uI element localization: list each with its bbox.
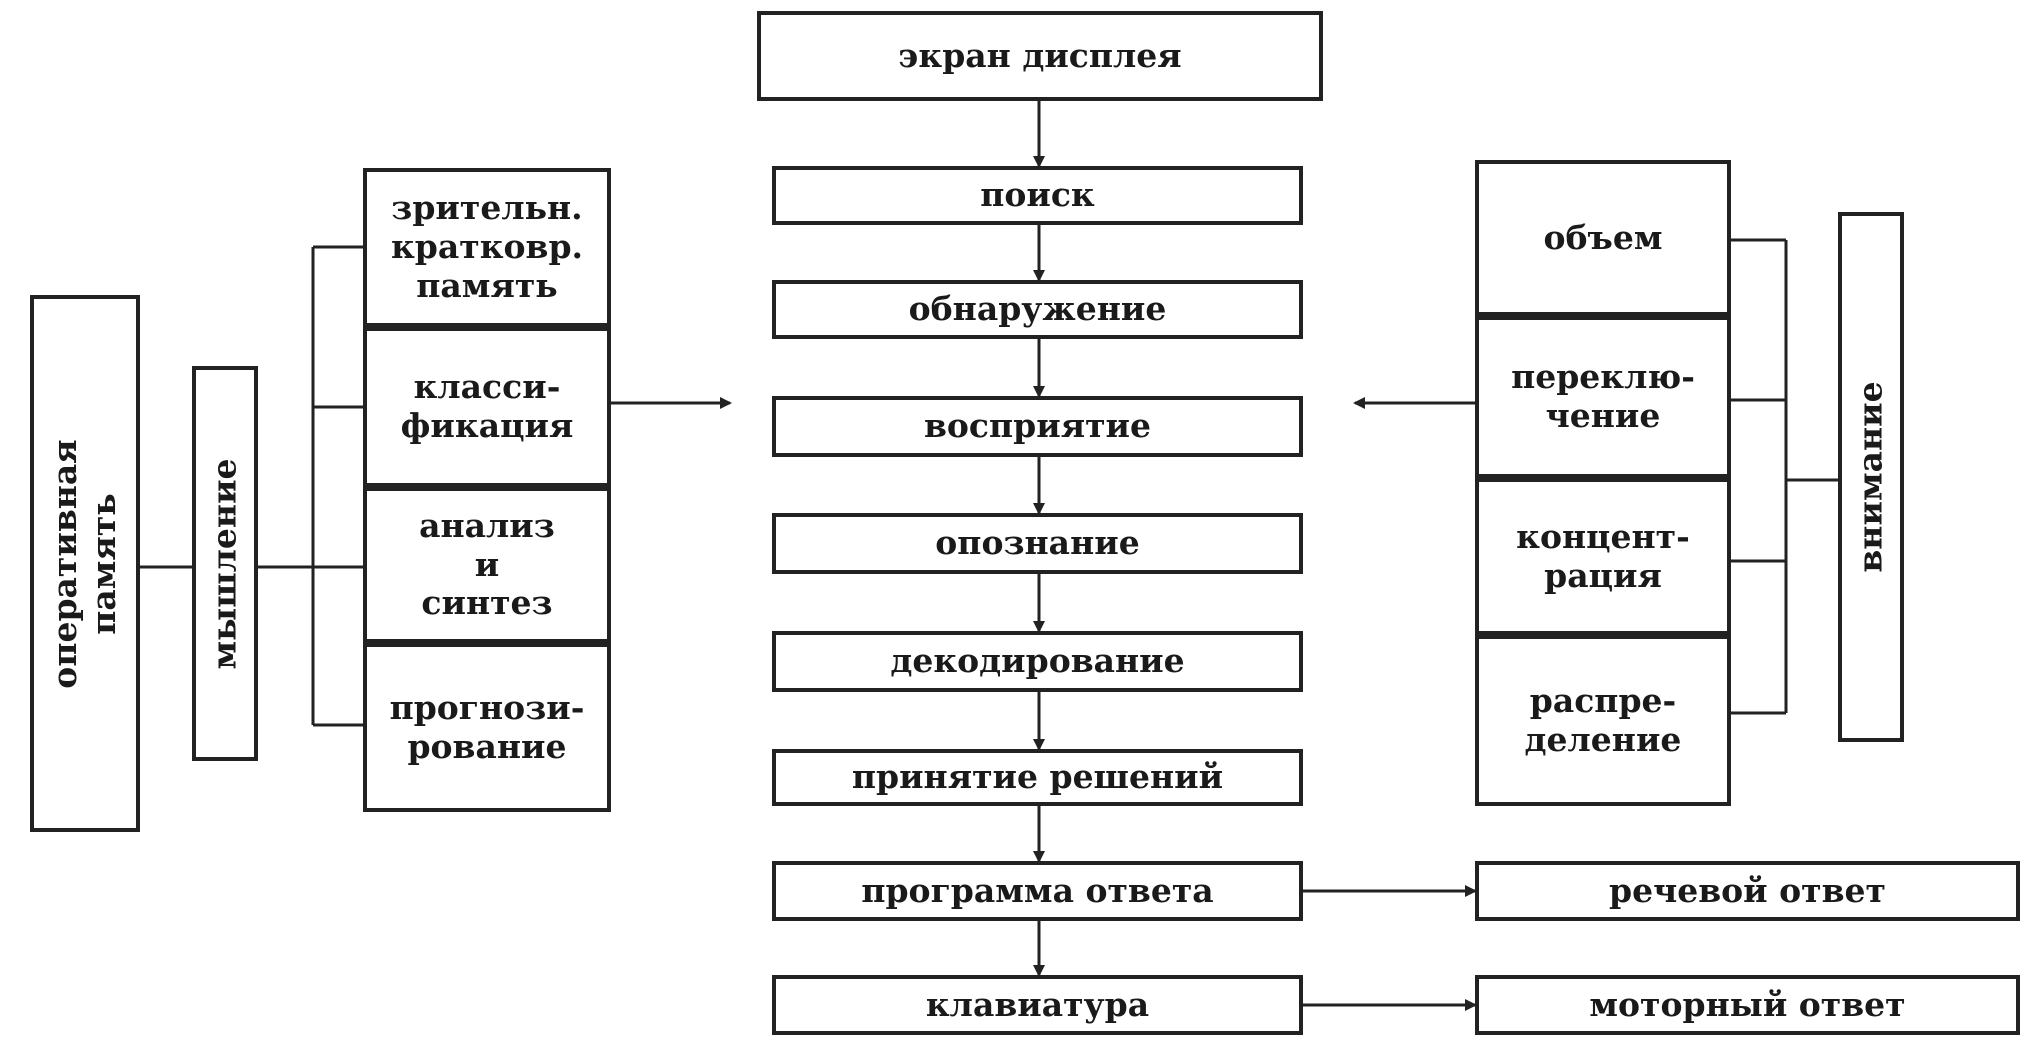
visual-short-term-memory-box: зрительн. кратковр. память <box>363 168 611 327</box>
perception-box: восприятие <box>772 396 1303 457</box>
distribution-box: распре- деление <box>1475 635 1731 806</box>
operational-memory-box: оперативная память <box>30 295 140 832</box>
attention-box: внимание <box>1838 212 1904 742</box>
concentration-box: концент- рация <box>1475 478 1731 635</box>
decoding-box: декодирование <box>772 631 1303 692</box>
forecasting-box: прогнози- рование <box>363 643 611 812</box>
recognition-box: опознание <box>772 513 1303 574</box>
volume-box: объем <box>1475 160 1731 316</box>
thinking-box: мышление <box>192 366 258 761</box>
speech-response-box: речевой ответ <box>1475 861 2020 921</box>
motor-response-box: моторный ответ <box>1475 975 2020 1035</box>
decision-making-box: принятие решений <box>772 749 1303 806</box>
attention-label: внимание <box>1850 381 1890 573</box>
response-program-box: программа ответа <box>772 861 1303 921</box>
thinking-label: мышление <box>204 457 244 670</box>
switching-box: переклю- чение <box>1475 316 1731 478</box>
operational-memory-label: оперативная память <box>45 438 123 689</box>
detection-box: обнаружение <box>772 280 1303 339</box>
classification-box: класси- фикация <box>363 327 611 487</box>
keyboard-box: клавиатура <box>772 975 1303 1035</box>
analysis-synthesis-box: анализ и синтез <box>363 487 611 643</box>
search-box: поиск <box>772 166 1303 225</box>
display-screen-box: экран дисплея <box>757 11 1323 101</box>
